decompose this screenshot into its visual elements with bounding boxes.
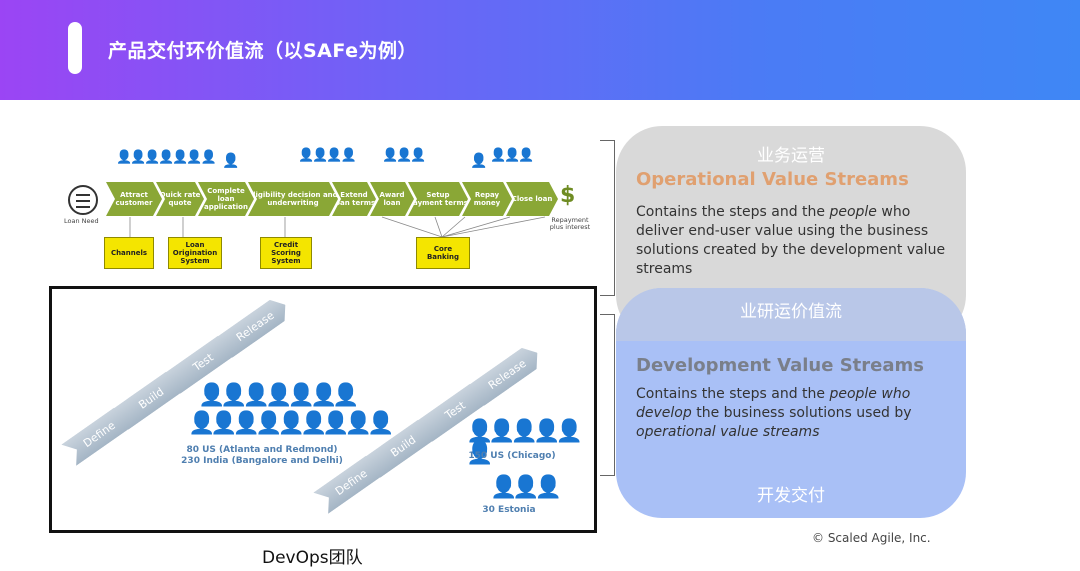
text-span: Contains the steps and the <box>636 204 830 220</box>
development-description: Contains the steps and the people who de… <box>636 385 936 442</box>
people-icon: 👤👤👤👤 <box>158 150 217 165</box>
loan-need-icon <box>68 185 98 215</box>
text-span: Contains the steps and the <box>636 386 830 402</box>
people-icon: 👤👤👤👤 <box>298 148 357 163</box>
text-em: people who develop <box>636 386 911 421</box>
repayment-label: Repayment plus interest <box>549 216 591 231</box>
development-heading: Development Value Streams <box>636 355 924 376</box>
development-cn-label: 开发交付 <box>757 486 825 506</box>
team-location-line: 230 India (Bangalore and Delhi) <box>181 456 343 466</box>
chevron-step: Setup payment terms <box>408 182 468 216</box>
dollar-icon: $ <box>560 183 576 208</box>
people-icon: 👤👤👤 <box>116 150 161 165</box>
operational-heading: Operational Value Streams <box>636 169 909 190</box>
text-span: the business solutions used by <box>691 405 912 421</box>
operational-bracket <box>600 140 615 296</box>
team-people-icon: 👤👤👤 <box>490 475 562 500</box>
text-em: operational value streams <box>636 424 820 440</box>
mid-cn-label: 业研运价值流 <box>740 302 842 322</box>
team-people-icon: 👤👤👤👤👤👤👤 <box>198 383 360 408</box>
development-bracket <box>600 314 615 476</box>
operational-value-stream-diagram: 👤👤👤 👤👤👤👤 👤 👤👤👤👤 👤👤👤 👤 👤👤👤 Loan Need Attr… <box>60 145 600 275</box>
team-location-line: 80 US (Atlanta and Redmond) <box>186 445 338 455</box>
copyright-text: © Scaled Agile, Inc. <box>812 531 931 545</box>
chevron-step: Complete loan application <box>198 182 254 216</box>
operations-cn-label: 业务运营 <box>757 146 825 166</box>
person-icon: 👤 <box>222 153 240 169</box>
devops-caption: DevOps团队 <box>262 548 363 568</box>
system-box: Channels <box>104 237 154 269</box>
team-location-label: 30 Estonia <box>482 505 536 515</box>
system-box: Credit Scoring System <box>260 237 312 269</box>
operational-description: Contains the steps and the people who de… <box>636 203 954 279</box>
page-title: 产品交付环价值流（以SAFe为例） <box>108 40 417 62</box>
devops-team-diagram: Define Build Test Release 👤👤👤👤👤👤👤 👤👤👤👤👤👤… <box>49 286 597 533</box>
header-banner: 产品交付环价值流（以SAFe为例） <box>0 0 1080 100</box>
team-location-label: 80 US (Atlanta and Redmond) 230 India (B… <box>172 445 352 467</box>
chevron-step: Attract customer <box>106 182 162 216</box>
people-icon: 👤👤👤 <box>490 148 535 163</box>
connector-lines <box>129 216 546 238</box>
system-box: Core Banking <box>416 237 470 269</box>
mid-band <box>616 288 966 341</box>
system-box: Loan Origination System <box>168 237 222 269</box>
text-span: who deliver end-user value using the bus… <box>636 204 946 277</box>
text-em: people <box>829 204 877 220</box>
header-accent-bar <box>68 22 82 74</box>
chevron-step: Eligibility decision and underwriting <box>248 182 338 216</box>
person-icon: 👤 <box>470 153 488 169</box>
loan-need-label: Loan Need <box>64 217 99 225</box>
people-icon: 👤👤👤 <box>382 148 427 163</box>
team-people-icon: 👤👤👤👤👤👤 <box>466 419 583 466</box>
team-people-icon: 👤👤👤👤👤👤👤👤👤 <box>188 411 395 436</box>
team-location-label: 150 US (Chicago) <box>468 451 556 461</box>
